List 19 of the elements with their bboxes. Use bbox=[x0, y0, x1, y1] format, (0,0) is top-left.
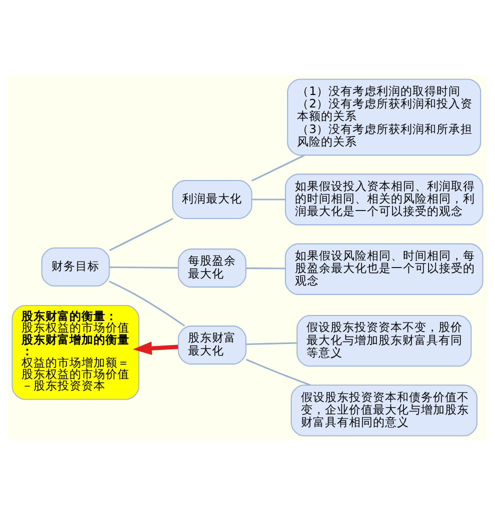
connector bbox=[110, 266, 178, 269]
connector bbox=[109, 280, 186, 327]
node-box: 财务目标 bbox=[41, 247, 110, 287]
node-box: （1）没有考虑利润的取得时间 （2）没有考虑所获利润和投入资本额的关系 （3）没有考虑所获利润和所承担风险的关系 bbox=[287, 78, 482, 156]
connector bbox=[246, 358, 311, 386]
connector bbox=[109, 218, 174, 252]
node-box: 股东财富的衡量： 股东权益的市场价值 股东财富增加的衡量： 权益的市场增加额＝股东权益的市场价值－股东投资资本 bbox=[12, 304, 140, 400]
node-box: 股东财富最大化 bbox=[178, 326, 246, 365]
arrow bbox=[132, 342, 178, 355]
connector bbox=[252, 198, 286, 200]
node-box: 如果假设风险相同、时间相同，每股盈余最大化也是一个可以接受的观念 bbox=[284, 243, 484, 295]
connector bbox=[246, 267, 286, 270]
node-box: 每股盈余最大化 bbox=[178, 248, 246, 288]
connector bbox=[246, 342, 297, 346]
node-box: 假设股东投资资本和债务价值不变，企业价值最大化与增加股东财富具有相同的意义 bbox=[290, 384, 478, 436]
node-box: 利润最大化 bbox=[172, 180, 252, 219]
connector bbox=[251, 154, 305, 182]
node-box: 如果假设投入资本相同、利润取得的时间相同、相关的风险相同，利润最大化是一个可以接受的观念 bbox=[284, 174, 484, 226]
node-box: 假设股东投资资本不变，股价最大化与增加股东财富具有同等意义 bbox=[296, 315, 472, 367]
